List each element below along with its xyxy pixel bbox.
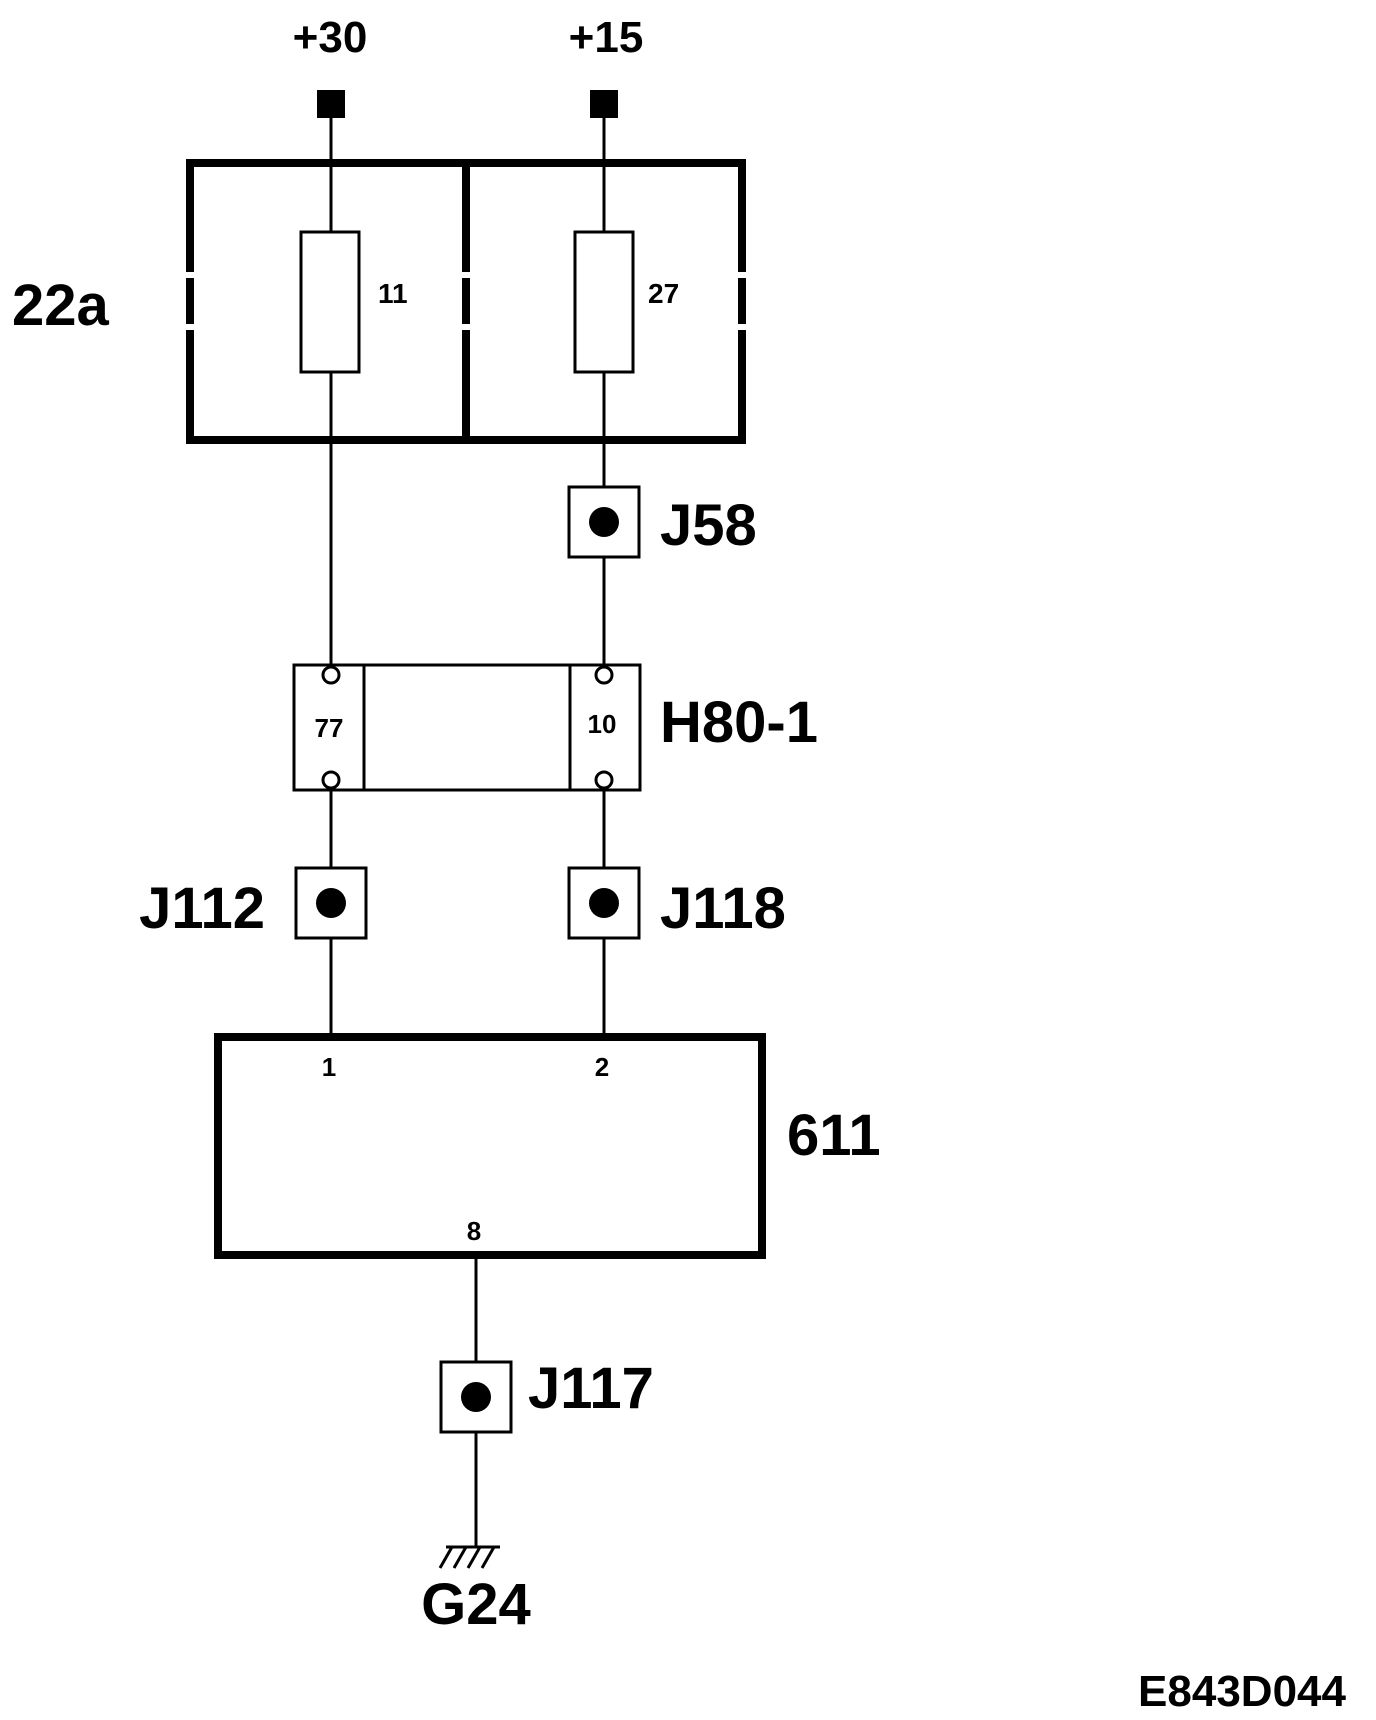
module-611 — [214, 1033, 766, 1259]
h80-pin77-top — [321, 665, 341, 685]
plus15-label: +15 — [569, 13, 644, 62]
h80-label: H80-1 — [660, 690, 818, 755]
h80-pin10-bottom — [594, 770, 614, 790]
fuse-11-label: 11 — [378, 278, 408, 309]
j58-label: J58 — [660, 493, 757, 558]
j118-label: J118 — [660, 876, 786, 941]
j118-splice-dot — [589, 888, 619, 918]
j112-label: J112 — [139, 876, 265, 941]
fuse-11 — [299, 230, 361, 374]
j117-label: J117 — [528, 1356, 654, 1421]
module-pin-2: 2 — [595, 1052, 609, 1082]
fuse-box-22a — [186, 159, 746, 444]
j112-splice-dot — [316, 888, 346, 918]
module-label: 611 — [787, 1103, 881, 1168]
module-pin-1: 1 — [322, 1052, 336, 1082]
ground-label: G24 — [421, 1572, 531, 1637]
fusebox-label: 22a — [12, 273, 110, 338]
ground-icon — [438, 1545, 500, 1569]
h80-pin-77-label: 77 — [315, 713, 344, 743]
j117-splice-dot — [461, 1382, 491, 1412]
plus30-terminal — [317, 90, 345, 118]
h80-pin77-bottom — [321, 770, 341, 790]
fuse-27-label: 27 — [648, 278, 679, 309]
module-pin-8: 8 — [467, 1216, 481, 1246]
h80-pin10-top — [594, 665, 614, 685]
h80-connector — [292, 663, 642, 792]
j58-splice-dot — [589, 507, 619, 537]
drawing-code: E843D044 — [1138, 1667, 1346, 1716]
plus15-terminal — [590, 90, 618, 118]
fuse-27 — [573, 230, 635, 374]
plus30-label: +30 — [293, 13, 368, 62]
h80-pin-10-label: 10 — [588, 709, 617, 739]
